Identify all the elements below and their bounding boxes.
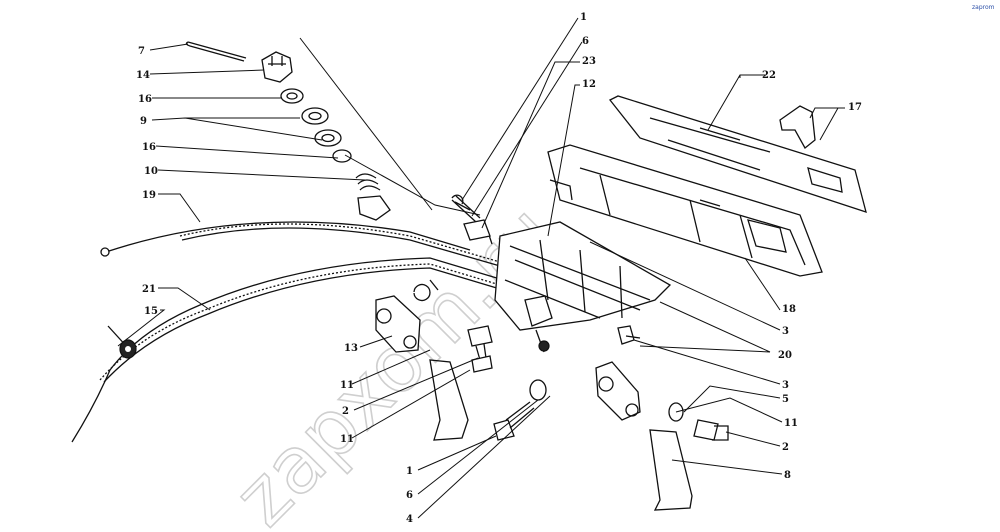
- callout-18: 18: [782, 304, 796, 315]
- cable-19: [100, 221, 501, 267]
- callout-17: 17: [848, 102, 862, 113]
- callout-7: 7: [138, 46, 145, 57]
- leader-lines: [117, 17, 845, 519]
- callout-10: 10: [144, 166, 158, 177]
- callout-4: 4: [406, 514, 413, 525]
- callout-11-left-b: 11: [340, 434, 354, 445]
- callout-1-bottom: 1: [406, 466, 413, 477]
- clip-17: [779, 105, 816, 149]
- callout-8: 8: [784, 470, 791, 481]
- callout-6-top: 6: [582, 36, 589, 47]
- bolt-2-left: [467, 325, 493, 373]
- washer-6-lower: [529, 379, 547, 401]
- washer-9b: [314, 129, 342, 147]
- cable-clamp-15: [119, 339, 137, 359]
- washer-16a: [280, 88, 304, 104]
- bolt-10: [355, 173, 391, 221]
- corner-mark: zaprom: [972, 4, 995, 11]
- callout-14: 14: [136, 70, 150, 81]
- callout-23: 23: [582, 56, 596, 67]
- callout-19: 19: [142, 190, 156, 201]
- callout-2-right: 2: [782, 442, 789, 453]
- callout-20: 20: [778, 350, 792, 361]
- callout-11-right: 11: [784, 418, 798, 429]
- washer-9a: [301, 107, 329, 125]
- callout-13: 13: [344, 343, 358, 354]
- callout-3-upper: 3: [782, 326, 789, 337]
- callout-21: 21: [142, 284, 156, 295]
- callout-16-a: 16: [138, 94, 152, 105]
- bracket-right: [595, 361, 729, 511]
- callout-2-left: 2: [342, 406, 349, 417]
- callout-1-top: 1: [580, 12, 587, 23]
- callout-6-bottom: 6: [406, 490, 413, 501]
- washer-16b: [332, 149, 352, 163]
- main-mechanism: [451, 194, 672, 353]
- callout-9: 9: [140, 116, 147, 127]
- callout-16-b: 16: [142, 142, 156, 153]
- callout-11-left-a: 11: [340, 380, 354, 391]
- callout-12: 12: [582, 79, 596, 90]
- callout-3-lower: 3: [782, 380, 789, 391]
- top-plate-22: [608, 95, 867, 213]
- callout-22: 22: [762, 70, 776, 81]
- callout-labels: 1 6 23 12 22 17 18 3 20 3 5 11 2 8 7 14 …: [136, 12, 862, 525]
- cotter-pin-7: [185, 41, 247, 62]
- castle-nut-14: [261, 51, 293, 83]
- bolt-1-lower: [493, 401, 535, 441]
- callout-5: 5: [782, 394, 789, 405]
- seat-frame-18: [547, 144, 823, 277]
- callout-15: 15: [144, 306, 158, 317]
